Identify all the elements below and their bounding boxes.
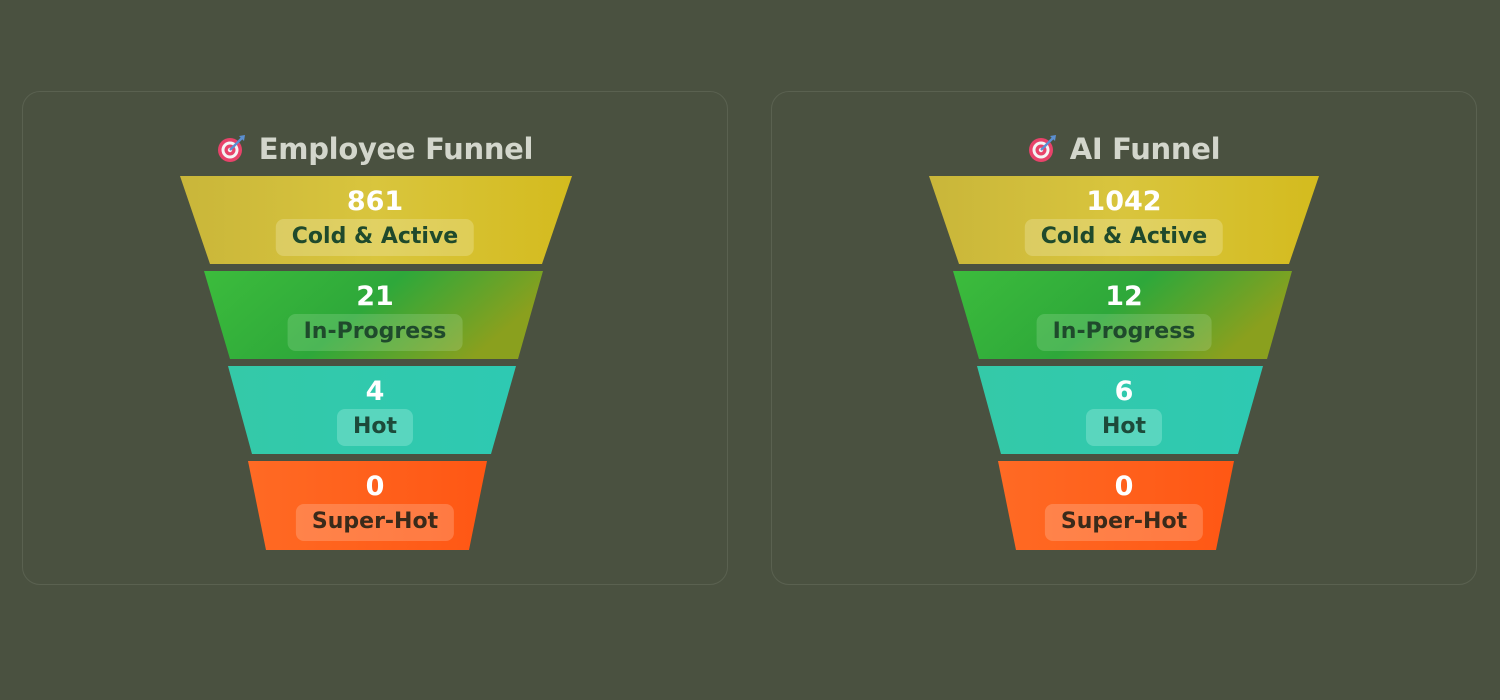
funnel-title: Employee Funnel — [23, 132, 727, 166]
stage-value: 21 — [356, 281, 394, 312]
stage-shape — [204, 271, 543, 359]
funnel-stage-in-progress: 12 In-Progress — [772, 271, 1476, 361]
stage-value: 4 — [365, 376, 385, 407]
funnel-stage-in-progress: 21 In-Progress — [23, 271, 727, 361]
stage-label: Super-Hot — [1044, 504, 1204, 542]
funnel-title: AI Funnel — [772, 132, 1476, 166]
funnel-stage-cold-active: 861 Cold & Active — [23, 176, 727, 266]
stage-value: 861 — [346, 186, 404, 217]
funnel-stage-super-hot: 0 Super-Hot — [23, 461, 727, 551]
stage-label: Cold & Active — [275, 219, 475, 257]
target-icon — [1028, 135, 1056, 162]
funnel-title-text: AI Funnel — [1069, 132, 1221, 166]
stage-shape — [228, 366, 516, 454]
stage-shape — [180, 176, 572, 264]
ai-funnel-card: AI Funnel 1042 Cold & Active — [771, 91, 1477, 585]
stage-label: Hot — [1085, 409, 1163, 447]
stage-shape — [998, 461, 1234, 550]
funnel-stage-hot: 4 Hot — [23, 366, 727, 456]
stage-value: 1042 — [1086, 186, 1162, 217]
stage-value: 0 — [365, 471, 385, 502]
stage-label: In-Progress — [1036, 314, 1212, 352]
stage-value: 0 — [1114, 471, 1134, 502]
stage-label: In-Progress — [287, 314, 463, 352]
employee-funnel-card: Employee Funnel 861 Cold & Active — [22, 91, 728, 585]
target-icon — [217, 135, 245, 162]
funnel-title-text: Employee Funnel — [258, 132, 534, 166]
stage-shape — [977, 366, 1263, 454]
stage-label: Super-Hot — [295, 504, 455, 542]
funnel-stage-cold-active: 1042 Cold & Active — [772, 176, 1476, 266]
stage-shape — [248, 461, 487, 550]
stage-label: Cold & Active — [1024, 219, 1224, 257]
stage-shape — [953, 271, 1292, 359]
stage-shape — [929, 176, 1319, 264]
stage-value: 12 — [1105, 281, 1143, 312]
funnel-stage-super-hot: 0 Super-Hot — [772, 461, 1476, 551]
stage-value: 6 — [1114, 376, 1134, 407]
funnel-stage-hot: 6 Hot — [772, 366, 1476, 456]
stage-label: Hot — [336, 409, 414, 447]
